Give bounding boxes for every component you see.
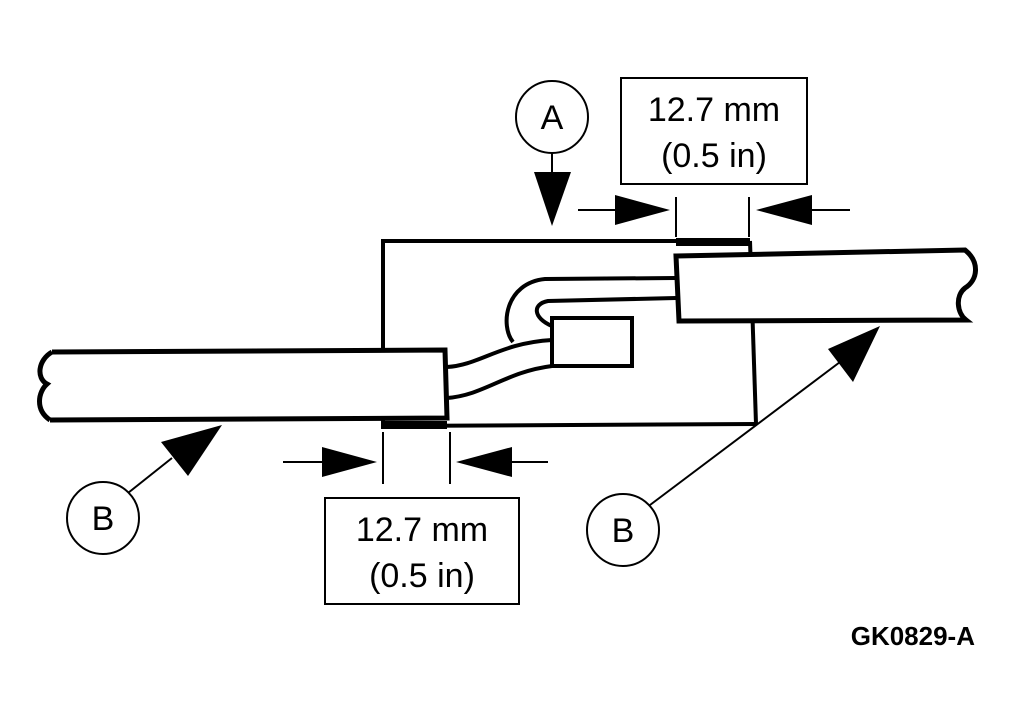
bottom-dimension-metric: 12.7 mm — [356, 511, 488, 549]
right-conductor-loop — [504, 276, 677, 344]
left-wire — [37, 347, 450, 423]
top-dimension-imperial: (0.5 in) — [661, 137, 767, 175]
crimp-connector — [550, 316, 634, 368]
top-dimension-metric: 12.7 mm — [648, 91, 780, 129]
bottom-dimension-imperial: (0.5 in) — [369, 557, 475, 595]
callout-b-left: B — [66, 425, 222, 555]
callout-b-left-label: B — [92, 500, 115, 538]
bottom-dimension — [283, 432, 548, 484]
callout-a: A — [515, 80, 589, 226]
callout-b-right: B — [586, 326, 880, 567]
callout-a-label: A — [541, 99, 564, 137]
callout-b-right-label: B — [612, 512, 635, 550]
top-dimension — [578, 195, 850, 237]
left-conductor — [446, 338, 553, 400]
bottom-dimension-label: 12.7 mm (0.5 in) — [324, 497, 520, 605]
top-dimension-label: 12.7 mm (0.5 in) — [620, 77, 808, 185]
right-wire — [673, 247, 978, 324]
figure-id: GK0829-A — [851, 621, 975, 651]
